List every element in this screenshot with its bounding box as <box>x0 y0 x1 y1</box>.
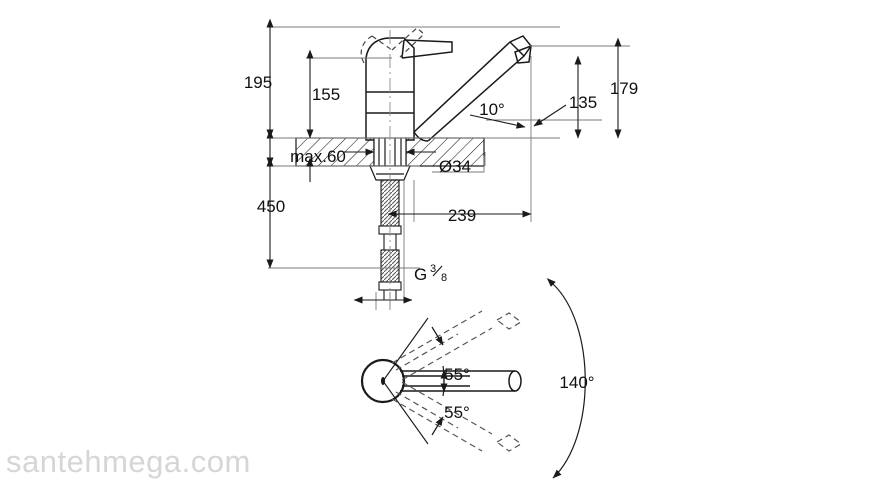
thread-numerator: 3 <box>430 263 436 275</box>
thread-label: G 3 8 <box>414 263 447 284</box>
dim-label-135: 135 <box>569 93 597 112</box>
thread-prefix: G <box>414 265 427 284</box>
plan-angle-arc-upper <box>431 326 448 382</box>
plan-spout-centre <box>400 370 522 392</box>
dim-label-swivel-upper: 55° <box>444 365 470 384</box>
dim-label-swivel-total: 140° <box>559 373 594 392</box>
dim-label-450: 450 <box>257 197 285 216</box>
plan-geometry <box>360 278 586 479</box>
dim-label-195: 195 <box>244 73 272 92</box>
dim-label-155: 155 <box>312 85 340 104</box>
dim-label-179: 179 <box>610 79 638 98</box>
flex-hose-middle <box>383 234 397 250</box>
dim-label-239: 239 <box>448 206 476 225</box>
angle-leader-10deg <box>469 104 567 129</box>
spout-outlet <box>514 44 532 64</box>
dim-label-10deg: 10° <box>479 100 505 119</box>
dimension-lines <box>266 18 622 304</box>
spout-arm <box>413 35 532 142</box>
thread-denominator: 8 <box>441 272 447 284</box>
lever-handle-raised-phantom <box>360 27 425 64</box>
hole-diameter-leader <box>432 156 485 173</box>
plan-total-arc <box>546 278 586 479</box>
dim-label-swivel-lower: 55° <box>444 403 470 422</box>
dim-label-max60: max.60 <box>290 147 346 166</box>
site-watermark: santehmega.com <box>6 444 251 479</box>
plan-angle-rays <box>382 317 429 445</box>
dim-label-hole-diameter: Ø34 <box>439 157 471 176</box>
plan-angle-arc-lower <box>431 380 448 436</box>
